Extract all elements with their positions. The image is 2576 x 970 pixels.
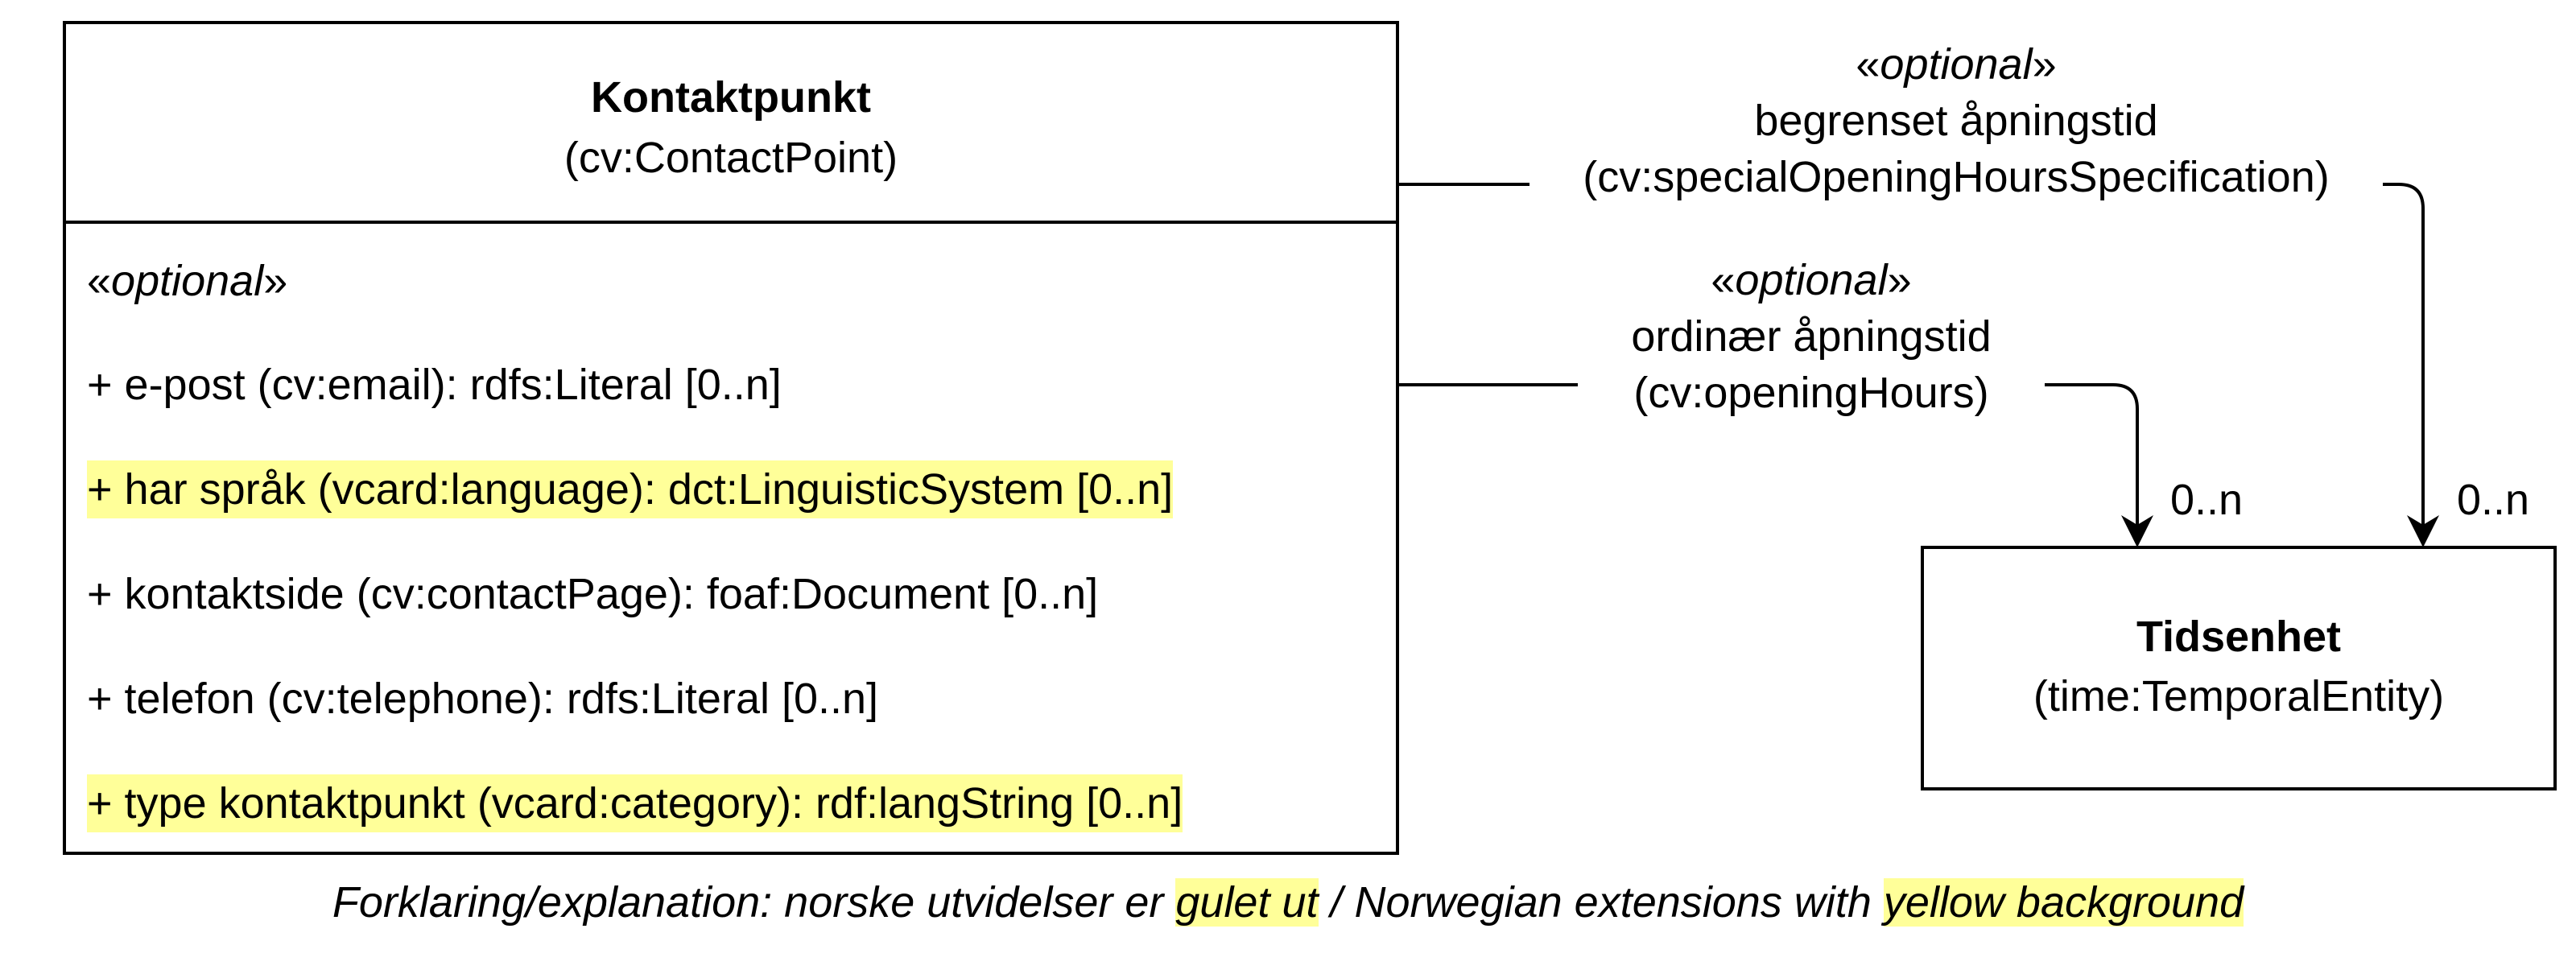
legend-middle: / Norwegian extensions with	[1318, 878, 1884, 927]
association-line-opening-hours	[1399, 383, 2139, 531]
contact-point-class-header: Kontaktpunkt (cv:ContactPoint)	[66, 24, 1396, 224]
association-name: begrenset åpningstid	[1754, 97, 2158, 145]
legend-highlight-english: yellow background	[1883, 878, 2244, 927]
association-stereotype: «optional»	[1711, 256, 1912, 304]
temporal-entity-class-box: Tidsenhet (time:TemporalEntity)	[1921, 546, 2557, 790]
attribute-telephone: + telefon (cv:telephone): rdfs:Literal […	[87, 675, 879, 723]
arrowhead-opening-hours	[2121, 515, 2153, 547]
arrowhead-special-opening-hours	[2407, 515, 2439, 547]
multiplicity-special-opening-hours: 0..n	[2457, 476, 2530, 524]
temporal-entity-class-uri: (time:TemporalEntity)	[2033, 672, 2445, 720]
attributes-stereotype: «optional»	[87, 257, 288, 305]
association-property: (cv:openingHours)	[1633, 369, 1989, 417]
association-line-special-opening-hours	[1399, 183, 2425, 531]
legend-caption: Forklaring/explanation: norske utvidelse…	[0, 877, 2576, 927]
association-stereotype: «optional»	[1856, 40, 2057, 89]
multiplicity-opening-hours: 0..n	[2170, 476, 2244, 524]
association-label-special-opening-hours: «optional» begrenset åpningstid (cv:spec…	[1530, 36, 2383, 205]
contact-point-class-name: Kontaktpunkt	[591, 73, 871, 122]
attribute-language: + har språk (vcard:language): dct:Lingui…	[87, 460, 1174, 518]
attribute-contact-page: + kontaktside (cv:contactPage): foaf:Doc…	[87, 570, 1099, 618]
attribute-category: + type kontaktpunkt (vcard:category): rd…	[87, 774, 1183, 832]
legend-highlight-norwegian: gulet ut	[1175, 878, 1319, 927]
association-property: (cv:specialOpeningHoursSpecification)	[1583, 153, 2330, 201]
association-label-opening-hours: «optional» ordinær åpningstid (cv:openin…	[1578, 252, 2045, 421]
attribute-email: + e-post (cv:email): rdfs:Literal [0..n]	[87, 361, 782, 409]
legend-prefix: Forklaring/explanation: norske utvidelse…	[332, 878, 1176, 927]
contact-point-class-box: Kontaktpunkt (cv:ContactPoint) «optional…	[63, 21, 1399, 855]
association-name: ordinær åpningstid	[1631, 312, 1992, 361]
temporal-entity-class-name: Tidsenhet	[2136, 613, 2342, 661]
contact-point-class-uri: (cv:ContactPoint)	[564, 134, 898, 182]
